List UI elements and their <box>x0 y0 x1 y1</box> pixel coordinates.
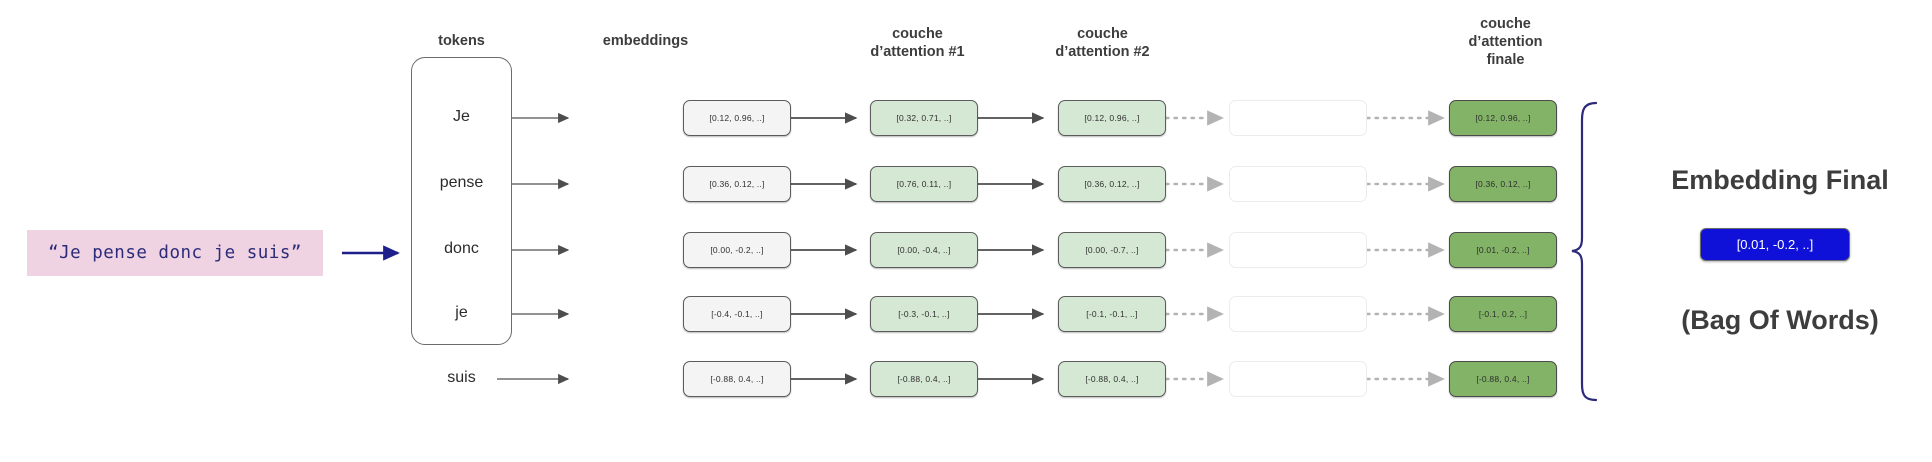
arrows-hidden-to-final <box>1365 110 1445 387</box>
arrows-embeddings-to-attention1 <box>791 112 858 385</box>
hidden-layer-box-3 <box>1229 296 1367 332</box>
column-header-tokens: tokens <box>438 33 485 49</box>
attention2-box-3: [-0.1, -0.1, ..] <box>1058 296 1166 332</box>
attention-final-box-3: [-0.1, 0.2, ..] <box>1449 296 1557 332</box>
token-item-0: Je <box>453 108 470 125</box>
attention1-box-4: [-0.88, 0.4, ..] <box>870 361 978 397</box>
arrows-attention1-to-attention2 <box>978 112 1045 385</box>
embedding-box-3: [-0.4, -0.1, ..] <box>683 296 791 332</box>
arrows-attention2-to-hidden <box>1164 110 1224 387</box>
token-item-2: donc <box>444 240 479 257</box>
embedding-box-2: [0.00, -0.2, ..] <box>683 232 791 268</box>
column-header-attention-1: couche d’attention #1 <box>870 26 965 61</box>
embedding-box-1: [0.36, 0.12, ..] <box>683 166 791 202</box>
result-title: Embedding Final <box>1671 165 1889 195</box>
aggregation-brace <box>1571 101 1598 402</box>
attention1-box-3: [-0.3, -0.1, ..] <box>870 296 978 332</box>
attention-final-box-0: [0.12, 0.96, ..] <box>1449 100 1557 136</box>
hidden-layer-box-1 <box>1229 166 1367 202</box>
attention-final-box-2: [0.01, -0.2, ..] <box>1449 232 1557 268</box>
column-header-embeddings: embeddings <box>602 33 689 49</box>
embedding-box-0: [0.12, 0.96, ..] <box>683 100 791 136</box>
attention2-box-2: [0.00, -0.7, ..] <box>1058 232 1166 268</box>
token-item-1: pense <box>439 174 484 191</box>
column-header-attention-2: couche d’attention #2 <box>1055 26 1150 61</box>
hidden-layer-box-2 <box>1229 232 1367 268</box>
hidden-layer-box-0 <box>1229 100 1367 136</box>
result-subtitle: (Bag Of Words) <box>1681 305 1879 335</box>
token-item-3: je <box>455 304 468 321</box>
embedding-box-4: [-0.88, 0.4, ..] <box>683 361 791 397</box>
column-header-attention-final: couche d’attention finale <box>1468 16 1543 69</box>
input-phrase-text: “Je pense donc je suis” <box>48 243 302 263</box>
attention2-box-0: [0.12, 0.96, ..] <box>1058 100 1166 136</box>
attention1-box-0: [0.32, 0.71, ..] <box>870 100 978 136</box>
attention-final-box-1: [0.36, 0.12, ..] <box>1449 166 1557 202</box>
token-item-4: suis <box>447 369 476 386</box>
attention-final-box-4: [-0.88, 0.4, ..] <box>1449 361 1557 397</box>
attention2-box-1: [0.36, 0.12, ..] <box>1058 166 1166 202</box>
attention1-box-2: [0.00, -0.4, ..] <box>870 232 978 268</box>
attention2-box-4: [-0.88, 0.4, ..] <box>1058 361 1166 397</box>
attention1-box-1: [0.76, 0.11, ..] <box>870 166 978 202</box>
final-embedding-vector: [0.01, -0.2, ..] <box>1700 228 1850 261</box>
hidden-layer-box-4 <box>1229 361 1367 397</box>
input-phrase-box: “Je pense donc je suis” <box>27 230 323 276</box>
tokens-container <box>411 57 512 345</box>
